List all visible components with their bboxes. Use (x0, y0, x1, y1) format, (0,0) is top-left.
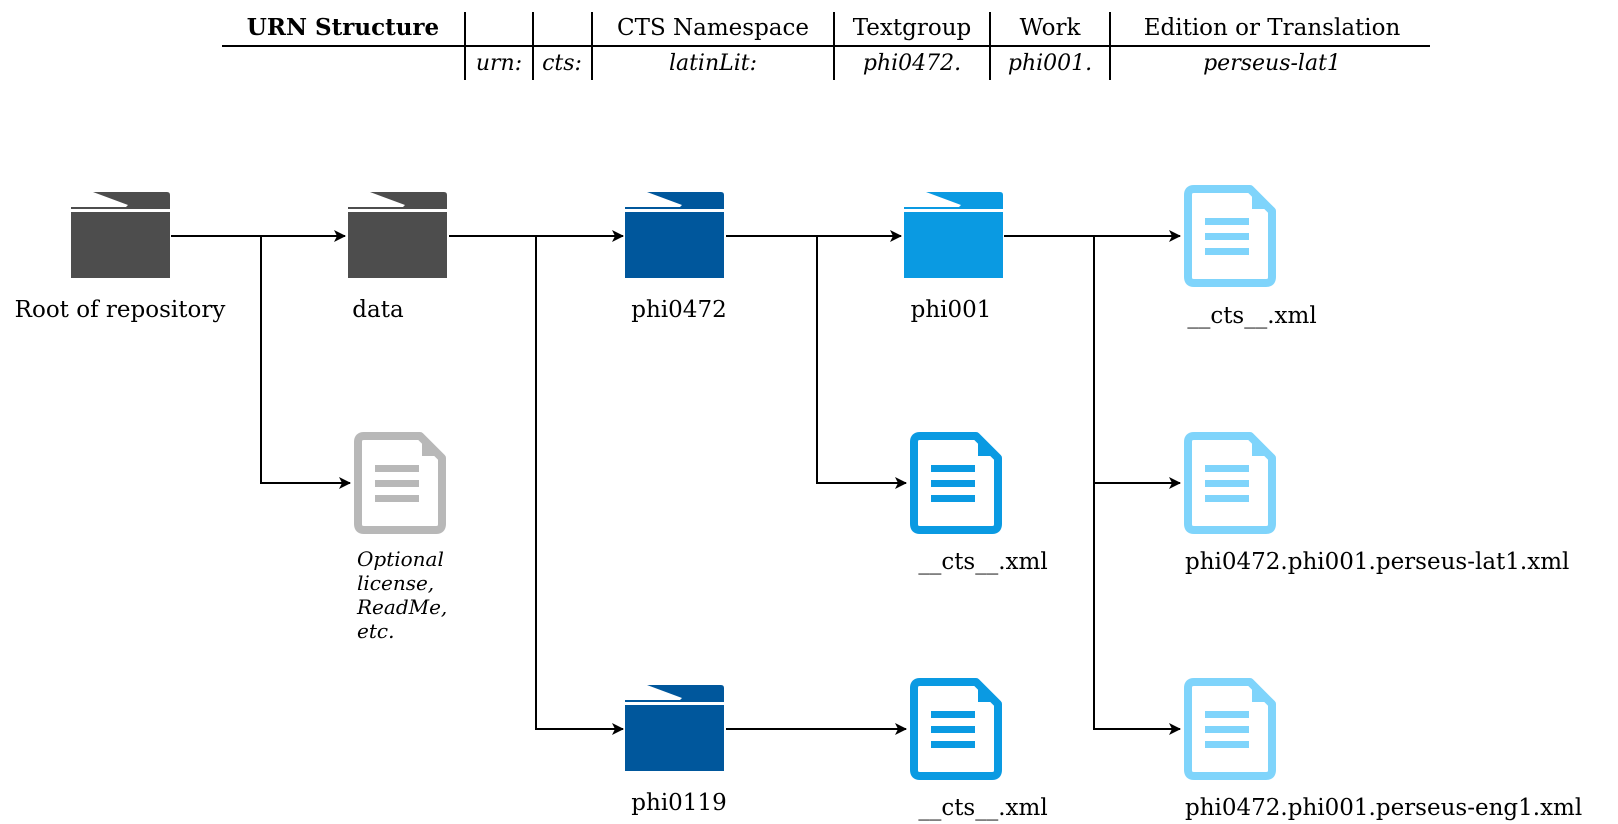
edge-phi001-to-eng1 (1093, 483, 1181, 735)
urn-value-urn: urn: (476, 51, 522, 76)
urn-value-textgroup: phi0472. (863, 51, 961, 76)
node-lat1: phi0472.phi001.perseus-lat1.xml (1185, 434, 1569, 575)
folder-icon (348, 192, 447, 278)
edge-root-to-optional (260, 236, 351, 489)
optional-label-line-3: ReadMe, (356, 595, 447, 619)
urn-value-namespace: latinLit: (669, 51, 757, 76)
node-phi001: phi001 (904, 192, 1003, 323)
node-label: __cts__.xml (918, 549, 1047, 575)
urn-value-cts: cts: (542, 51, 582, 76)
optional-label-line-1: Optional (357, 547, 444, 571)
urn-value-work: phi001. (1008, 51, 1092, 76)
node-phi0119: phi0119 (625, 685, 727, 816)
folder-icon (625, 192, 724, 278)
node-optional: Optional license, ReadMe, etc. (356, 434, 447, 643)
urn-header-namespace: CTS Namespace (617, 15, 809, 41)
node-label: data (352, 297, 404, 323)
edge-data-to-phi0119 (535, 236, 624, 735)
node-cts-phi0119: __cts__.xml (914, 680, 1048, 821)
document-icon (1188, 434, 1274, 530)
node-cts-phi001: __cts__.xml (1187, 187, 1317, 329)
node-root: Root of repository (15, 192, 226, 323)
document-icon (1188, 187, 1274, 283)
document-icon (358, 434, 444, 530)
node-label: phi0119 (631, 790, 726, 816)
connectors (171, 230, 1181, 735)
optional-label-line-2: license, (357, 571, 434, 595)
urn-header-structure: URN Structure (247, 14, 439, 41)
node-label: phi0472.phi001.perseus-eng1.xml (1185, 795, 1582, 821)
node-label: __cts__.xml (1187, 303, 1316, 329)
urn-header-work: Work (1020, 15, 1082, 41)
node-label: phi0472 (631, 297, 726, 323)
node-phi0472: phi0472 (625, 192, 727, 323)
node-label: phi0472.phi001.perseus-lat1.xml (1185, 549, 1569, 575)
document-icon (1188, 680, 1274, 776)
node-eng1: phi0472.phi001.perseus-eng1.xml (1185, 680, 1582, 821)
urn-header-edition: Edition or Translation (1144, 15, 1401, 41)
node-label: phi001 (911, 297, 992, 323)
document-icon (914, 680, 1000, 776)
urn-value-edition: perseus-lat1 (1203, 51, 1341, 76)
optional-label-line-4: etc. (357, 619, 394, 643)
edge-phi0472-to-cts (816, 236, 907, 489)
folder-icon (904, 192, 1003, 278)
node-cts-phi0472: __cts__.xml (914, 434, 1048, 575)
folder-icon (71, 192, 170, 278)
urn-structure-table: URN Structure CTS Namespace Textgroup Wo… (222, 12, 1430, 80)
node-label: Root of repository (15, 297, 226, 323)
urn-header-textgroup: Textgroup (853, 15, 971, 41)
folder-icon (625, 685, 724, 771)
node-label: __cts__.xml (918, 795, 1047, 821)
edge-phi001-to-lat1 (1093, 236, 1181, 489)
document-icon (914, 434, 1000, 530)
node-data: data (348, 192, 447, 323)
